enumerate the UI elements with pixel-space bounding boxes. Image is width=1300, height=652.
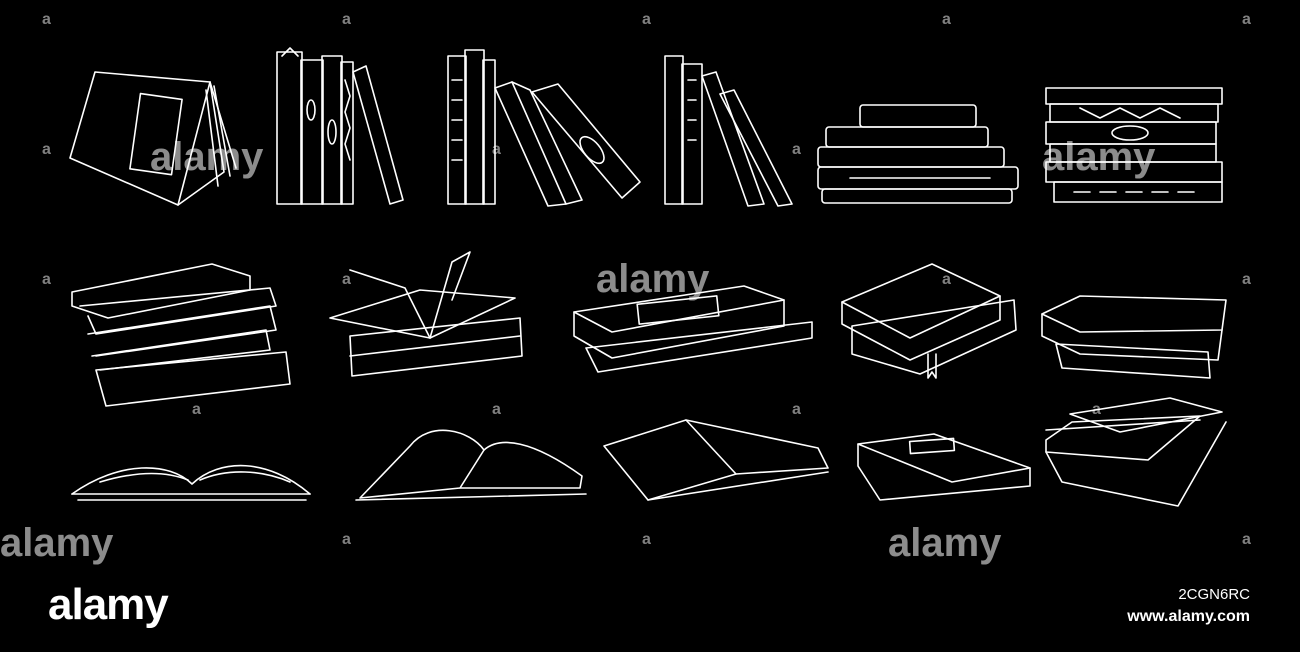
alamy-watermark-overlays: alamy alamy alamy alamy alamy bbox=[0, 135, 1156, 565]
svg-text:a: a bbox=[792, 401, 801, 418]
two-book-stack-icon bbox=[1041, 295, 1227, 379]
svg-text:a: a bbox=[1092, 401, 1101, 418]
svg-text:a: a bbox=[492, 141, 501, 158]
open-book-on-stack-icon bbox=[329, 251, 523, 377]
svg-text:a: a bbox=[1242, 531, 1251, 548]
standing-books-row-icon bbox=[276, 47, 404, 205]
stock-site-url: www.alamy.com bbox=[1127, 608, 1250, 625]
small-watermark-marks: a a a a a a a a a a a a a a a a a a a bbox=[42, 11, 1251, 548]
decorated-book-stack-icon bbox=[1045, 87, 1223, 203]
book-with-bookmark-stack-icon bbox=[841, 263, 1017, 379]
svg-text:a: a bbox=[792, 141, 801, 158]
svg-text:a: a bbox=[342, 11, 351, 28]
svg-text:alamy: alamy bbox=[0, 521, 114, 565]
svg-text:a: a bbox=[192, 401, 201, 418]
svg-text:a: a bbox=[942, 11, 951, 28]
svg-text:a: a bbox=[42, 141, 51, 158]
standing-books-leaning-icon bbox=[664, 55, 793, 207]
svg-text:a: a bbox=[642, 11, 651, 28]
svg-text:a: a bbox=[492, 401, 501, 418]
large-book-on-stack-icon bbox=[573, 285, 813, 373]
alamy-logo: alamy bbox=[48, 580, 169, 629]
svg-text:a: a bbox=[342, 271, 351, 288]
svg-text:a: a bbox=[1242, 11, 1251, 28]
svg-text:a: a bbox=[42, 11, 51, 28]
tall-book-pile-icon bbox=[71, 263, 291, 407]
open-book-angled-icon bbox=[603, 419, 829, 501]
svg-text:a: a bbox=[342, 531, 351, 548]
svg-text:a: a bbox=[942, 271, 951, 288]
svg-text:a: a bbox=[1242, 271, 1251, 288]
open-book-flat-icon bbox=[71, 464, 311, 501]
svg-text:alamy: alamy bbox=[888, 521, 1002, 565]
open-book-tent-icon bbox=[69, 71, 237, 206]
closed-book-icon bbox=[857, 433, 1031, 501]
open-hardcover-icon bbox=[355, 429, 587, 501]
stock-image-id: 2CGN6RC bbox=[1178, 586, 1250, 603]
horizontal-book-stack-icon bbox=[817, 104, 1019, 204]
three-book-stack-icon bbox=[1045, 397, 1227, 507]
svg-text:a: a bbox=[642, 531, 651, 548]
svg-text:alamy: alamy bbox=[150, 135, 264, 179]
svg-text:alamy: alamy bbox=[1042, 135, 1156, 179]
leaning-books-row-icon bbox=[447, 49, 641, 207]
svg-text:a: a bbox=[42, 271, 51, 288]
svg-text:alamy: alamy bbox=[596, 257, 710, 301]
